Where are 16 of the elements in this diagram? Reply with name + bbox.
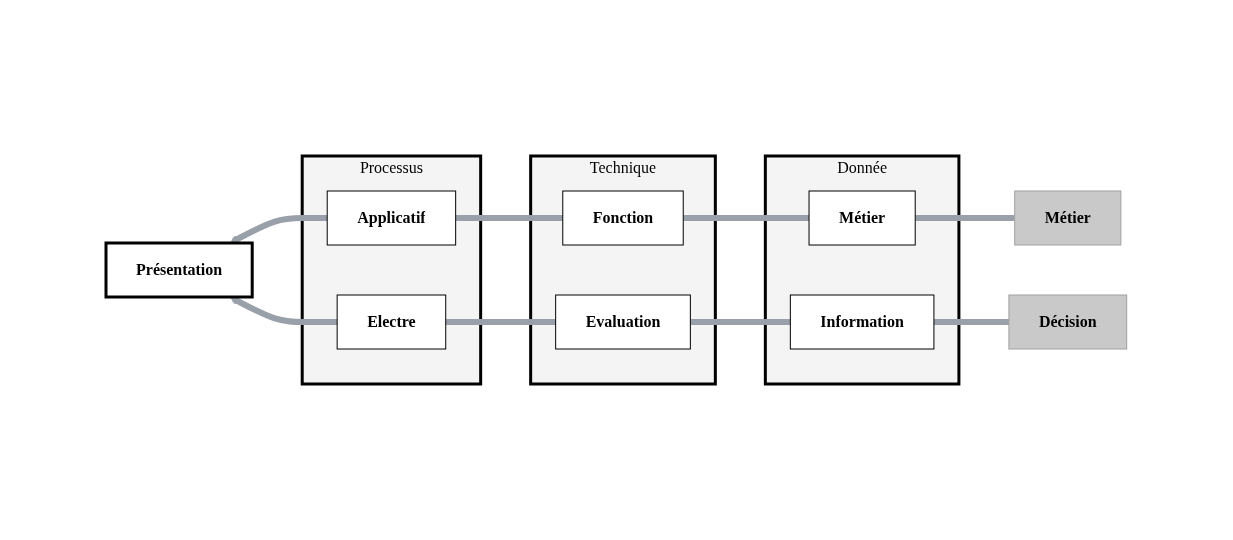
node-box: Décision	[1008, 294, 1128, 350]
node-box: Electre	[336, 294, 447, 350]
arrow	[229, 215, 328, 244]
connector	[690, 319, 791, 325]
connector	[683, 215, 810, 221]
node-box: Evaluation	[555, 294, 691, 350]
node-box: Présentation	[104, 241, 254, 299]
node-box: Information	[790, 294, 935, 350]
connector	[455, 215, 563, 221]
connector	[915, 215, 1015, 221]
node-box: Fonction	[562, 190, 684, 246]
node-box: Métier	[1014, 190, 1122, 246]
node-box: Applicatif	[326, 190, 457, 246]
node-box: Métier	[808, 190, 916, 246]
connector	[445, 319, 556, 325]
connector	[934, 319, 1010, 325]
